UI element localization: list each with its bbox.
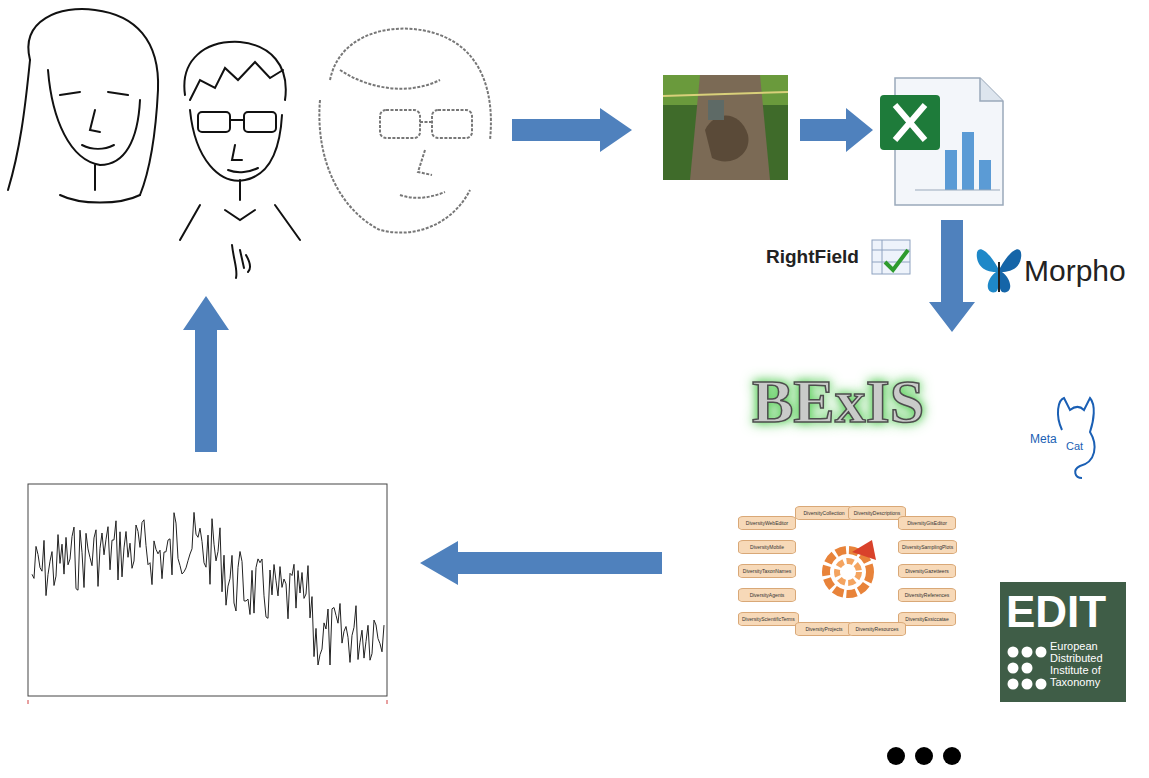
tool-name: RightField (766, 246, 859, 268)
excel-icon (880, 78, 1003, 205)
database-cylinder: DiversityGazetteers (898, 564, 956, 578)
tool-name: Morpho (1024, 254, 1126, 288)
ellipsis-dots (887, 747, 961, 765)
database-cylinder: DiversitySamplingPlots (898, 540, 957, 554)
rightfield-icon (872, 240, 910, 274)
database-cylinder: DiversityResources (848, 622, 906, 636)
database-cylinder: DiversityExsiccatae (898, 612, 956, 626)
morpho-butterfly (977, 249, 1022, 292)
database-cylinder: DiversityTaxonNames (738, 564, 796, 578)
logo-box: EDITEuropean Distributed Institute of Ta… (1000, 582, 1126, 702)
database-cylinder: DiversityMobile (738, 540, 796, 554)
time-series-chart (28, 484, 387, 704)
logo-dots (1006, 644, 1050, 694)
metacat-text: Cat (1066, 440, 1083, 452)
people-sketch (8, 9, 300, 278)
database-cylinder: DiversityProjects (795, 622, 853, 636)
grey-face-sketch (319, 29, 491, 233)
tree-photo (663, 75, 788, 180)
database-cylinder: DiversityGisEditor (898, 516, 956, 530)
bexis-logo-text: BExIS (752, 366, 924, 437)
database-cylinder: DiversityScientificTerms (738, 612, 799, 626)
diversity-wheel (826, 540, 876, 594)
metacat-text: Meta (1030, 432, 1057, 446)
database-cylinder: DiversityWebEditor (738, 516, 796, 530)
logo-subtitle: European Distributed Institute of Taxono… (1050, 640, 1122, 688)
logo-title: EDIT (1000, 582, 1126, 636)
database-cylinder: DiversityReferences (898, 588, 956, 602)
metacat-logo (1058, 398, 1095, 478)
database-cylinder: DiversityAgents (738, 588, 796, 602)
database-cylinder: DiversityCollection (795, 506, 853, 520)
